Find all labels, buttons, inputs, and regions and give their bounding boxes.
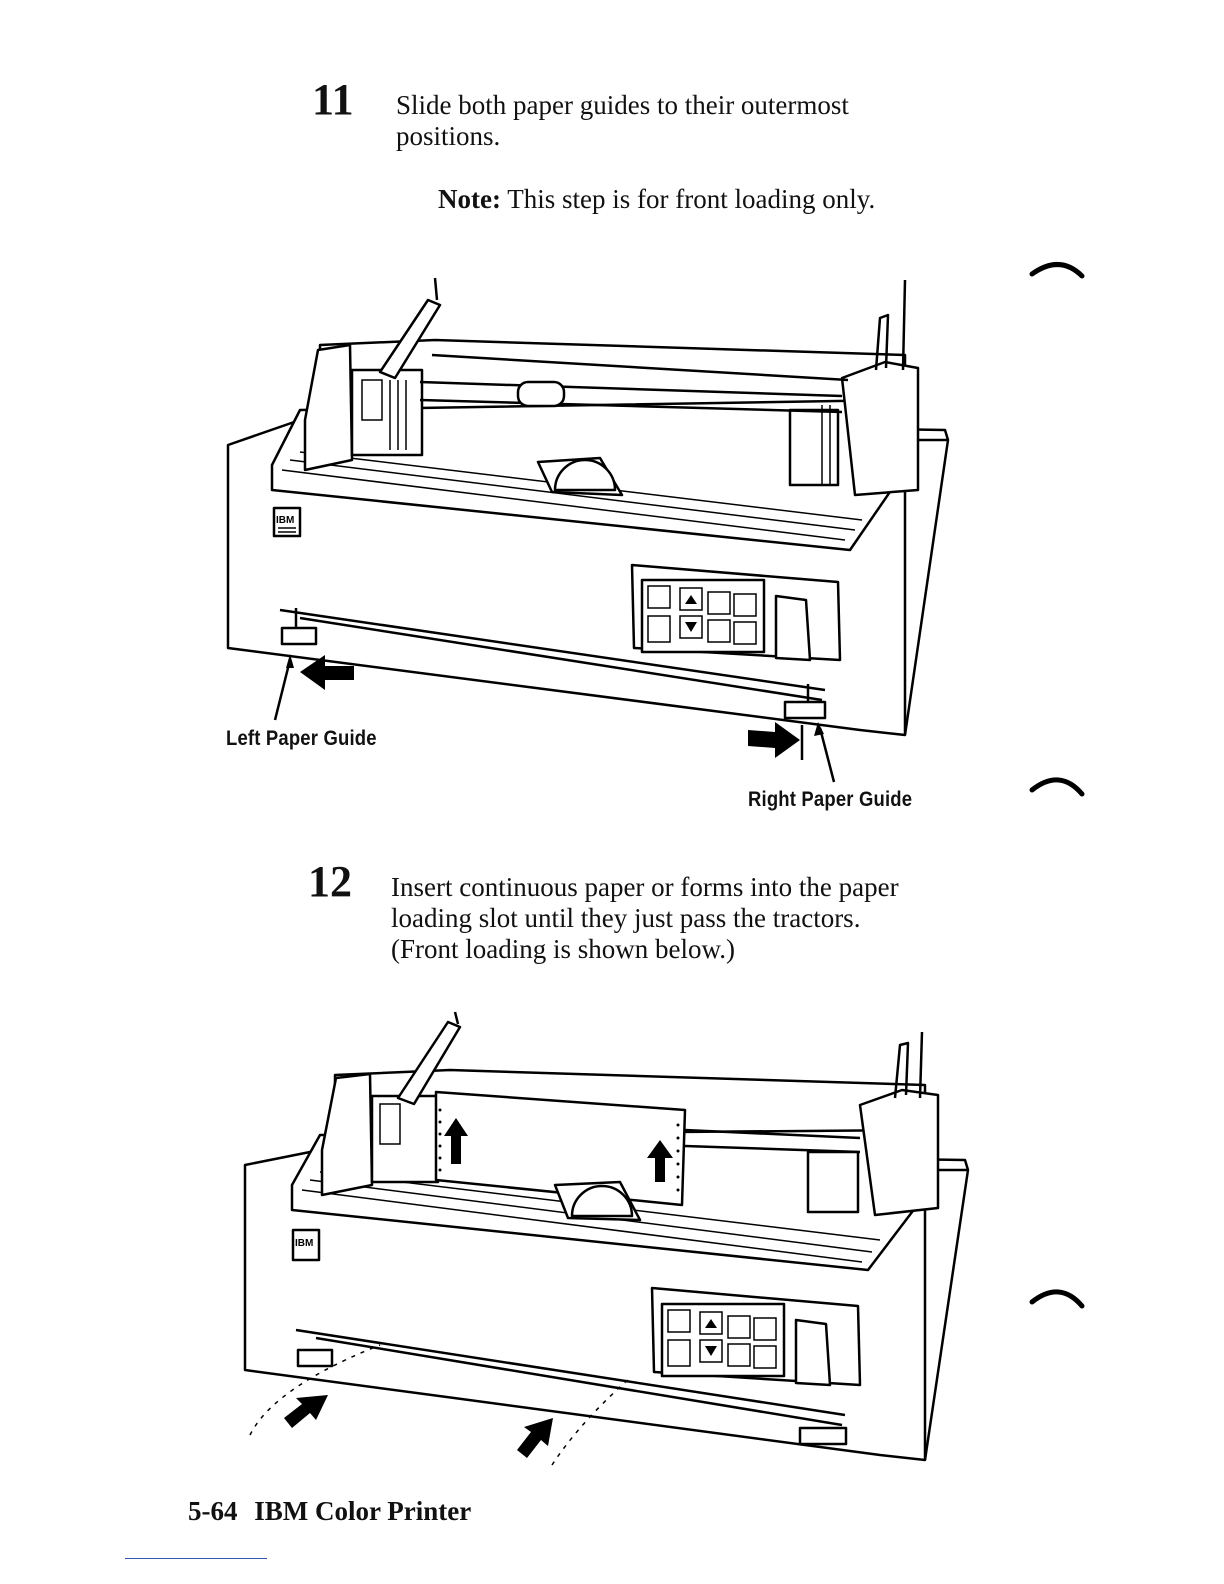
ibm-logo-2-text: IBM bbox=[295, 1238, 313, 1249]
margin-tab-marks bbox=[1020, 250, 1100, 1330]
page-footer: 5-64 IBM Color Printer bbox=[188, 1496, 471, 1527]
tab-mark-3 bbox=[1032, 1292, 1082, 1306]
power-switch-2 bbox=[796, 1320, 830, 1385]
footer-rule bbox=[125, 1558, 267, 1559]
page-number: 5-64 bbox=[188, 1496, 238, 1526]
right-tractor-2 bbox=[808, 1152, 858, 1212]
left-tractor-2 bbox=[372, 1096, 438, 1182]
tab-mark-1 bbox=[1032, 264, 1082, 276]
paper-insert-arrow-left bbox=[284, 1395, 328, 1428]
tab-mark-2 bbox=[1032, 780, 1082, 794]
paper-insert-arrow-right bbox=[517, 1418, 553, 1458]
manual-title: IBM Color Printer bbox=[254, 1496, 471, 1526]
